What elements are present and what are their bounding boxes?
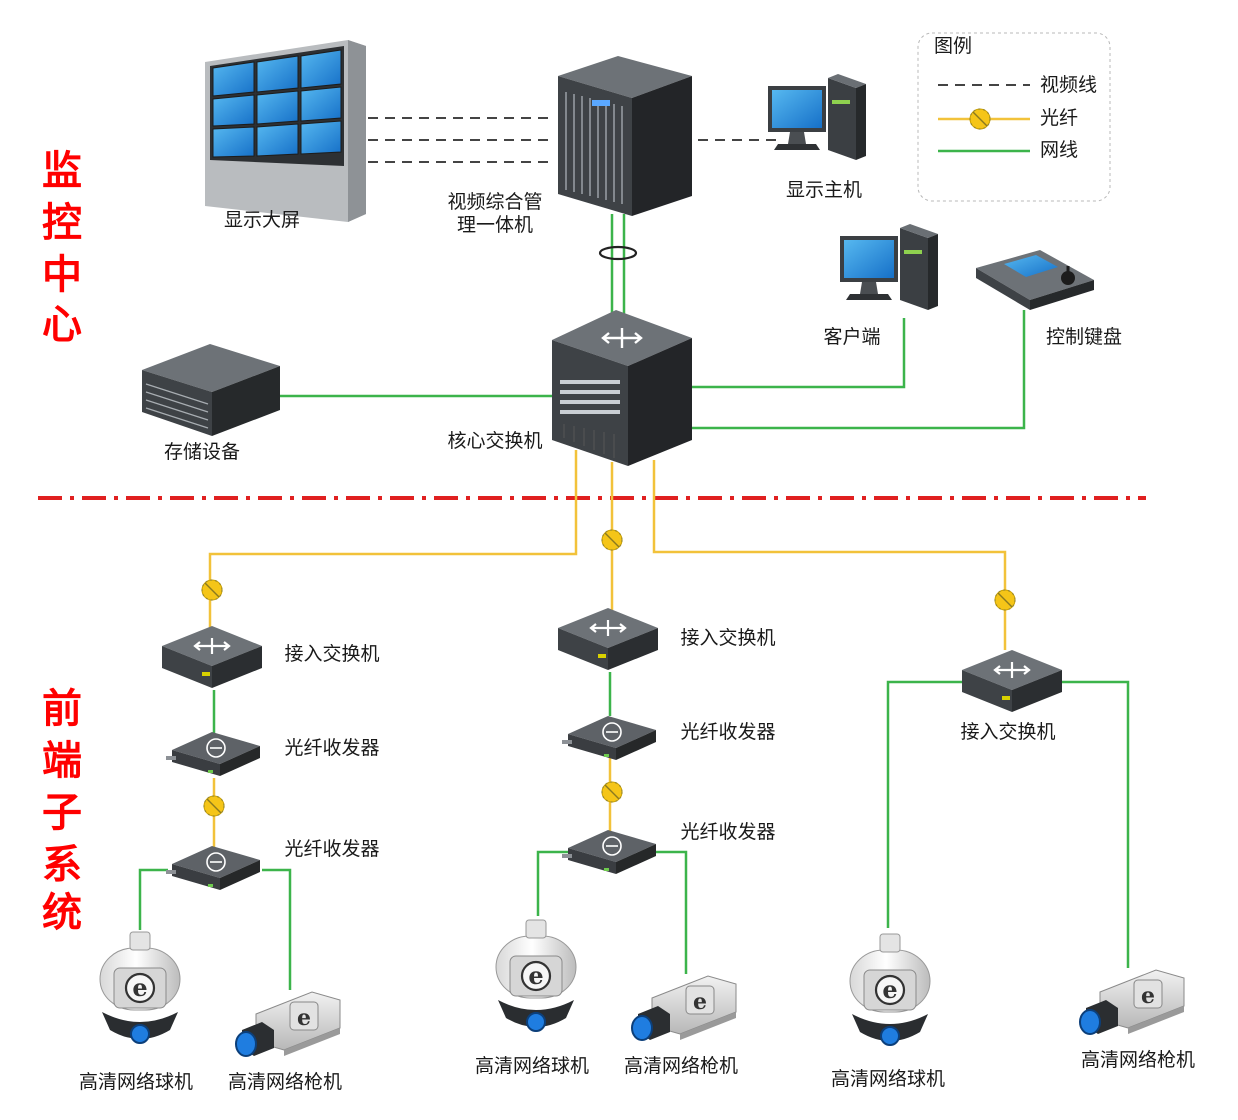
legend: 图例 视频线 光纤 网线 (917, 32, 1111, 202)
dome-camera-icon (98, 930, 182, 1045)
fiber-joint-icon (203, 795, 225, 817)
fiber-transceiver-icon (561, 829, 657, 875)
label-video-mgmt-line1: 视频综合管 (447, 191, 542, 213)
section-title-monitoring-center: 监 控 中 心 (42, 148, 82, 348)
legend-video-line-label: 视频线 (1040, 74, 1097, 96)
fiber-transceiver-icon (165, 731, 261, 777)
label-bullet-camera: 高清网络枪机 (624, 1055, 738, 1077)
fiber-joint-icon (969, 108, 991, 130)
core-switch-icon (552, 310, 692, 466)
label-access-switch: 接入交换机 (680, 627, 775, 649)
label-access-switch: 接入交换机 (960, 721, 1055, 743)
label-bullet-camera: 高清网络枪机 (228, 1071, 342, 1093)
network-line (692, 318, 906, 389)
fiber-joint-icon (601, 529, 623, 551)
section-char-4: 心 (42, 302, 82, 348)
label-storage: 存储设备 (164, 441, 240, 463)
label-dome-camera: 高清网络球机 (831, 1068, 945, 1090)
fiber-joint-icon (994, 589, 1016, 611)
fiber-transceiver-icon (561, 715, 657, 761)
access-switch-icon (556, 606, 660, 672)
display-host-pc-icon (768, 74, 866, 160)
dome-camera-icon (848, 932, 932, 1047)
network-line (886, 680, 962, 928)
network-line (1060, 680, 1130, 968)
fiber-line (652, 460, 1007, 650)
fiber-joint-icon (201, 579, 223, 601)
access-switch-icon (960, 648, 1064, 714)
bullet-camera-icon (235, 991, 341, 1057)
control-keyboard-icon (976, 250, 1094, 310)
front-end-connections (138, 450, 1130, 990)
section-char-7: 子 (42, 790, 82, 836)
network-line (656, 850, 688, 974)
legend-fiber-label: 光纤 (1040, 107, 1078, 129)
fiber-transceiver-icon (165, 845, 261, 891)
bullet-camera-icon (1079, 969, 1185, 1035)
label-client: 客户端 (823, 326, 880, 348)
section-char-2: 控 (42, 200, 82, 246)
access-switch-icon (160, 624, 264, 690)
label-bullet-camera: 高清网络枪机 (1081, 1049, 1195, 1071)
legend-network-label: 网线 (1040, 139, 1078, 161)
video-wall-icon (205, 40, 366, 222)
label-fiber-transceiver: 光纤收发器 (680, 821, 775, 843)
fiber-line (208, 450, 578, 640)
label-dome-camera: 高清网络球机 (79, 1071, 193, 1093)
label-video-wall: 显示大屏 (224, 209, 300, 231)
network-line (138, 868, 168, 930)
fiber-joint-icon (601, 781, 623, 803)
label-fiber-transceiver: 光纤收发器 (284, 737, 379, 759)
label-display-host: 显示主机 (786, 179, 862, 201)
network-line (262, 868, 292, 990)
storage-device-icon (142, 344, 280, 436)
video-management-cabinet-icon (558, 56, 692, 216)
section-char-6: 端 (42, 738, 82, 784)
bullet-camera-icon (631, 975, 737, 1041)
label-fiber-transceiver: 光纤收发器 (680, 721, 775, 743)
cable-bundle-ring (598, 245, 638, 261)
label-fiber-transceiver: 光纤收发器 (284, 838, 379, 860)
section-char-1: 监 (42, 148, 82, 194)
dome-camera-icon (494, 918, 578, 1033)
network-line (536, 850, 568, 916)
network-line (692, 310, 1026, 430)
label-access-switch: 接入交换机 (284, 643, 379, 665)
legend-box (917, 32, 1111, 202)
section-char-8: 系 (42, 842, 82, 888)
section-title-front-end-subsystem: 前 端 子 系 统 (42, 686, 82, 936)
label-control-keyboard: 控制键盘 (1046, 326, 1122, 348)
monitoring-center-connections (280, 117, 1026, 430)
section-char-5: 前 (42, 686, 82, 732)
legend-title: 图例 (934, 35, 972, 57)
label-dome-camera: 高清网络球机 (475, 1055, 589, 1077)
label-video-mgmt-line2: 理一体机 (457, 214, 533, 236)
section-char-3: 中 (42, 252, 82, 298)
label-core-switch: 核心交换机 (447, 430, 542, 452)
client-pc-icon (840, 224, 938, 310)
section-char-9: 统 (42, 890, 82, 936)
